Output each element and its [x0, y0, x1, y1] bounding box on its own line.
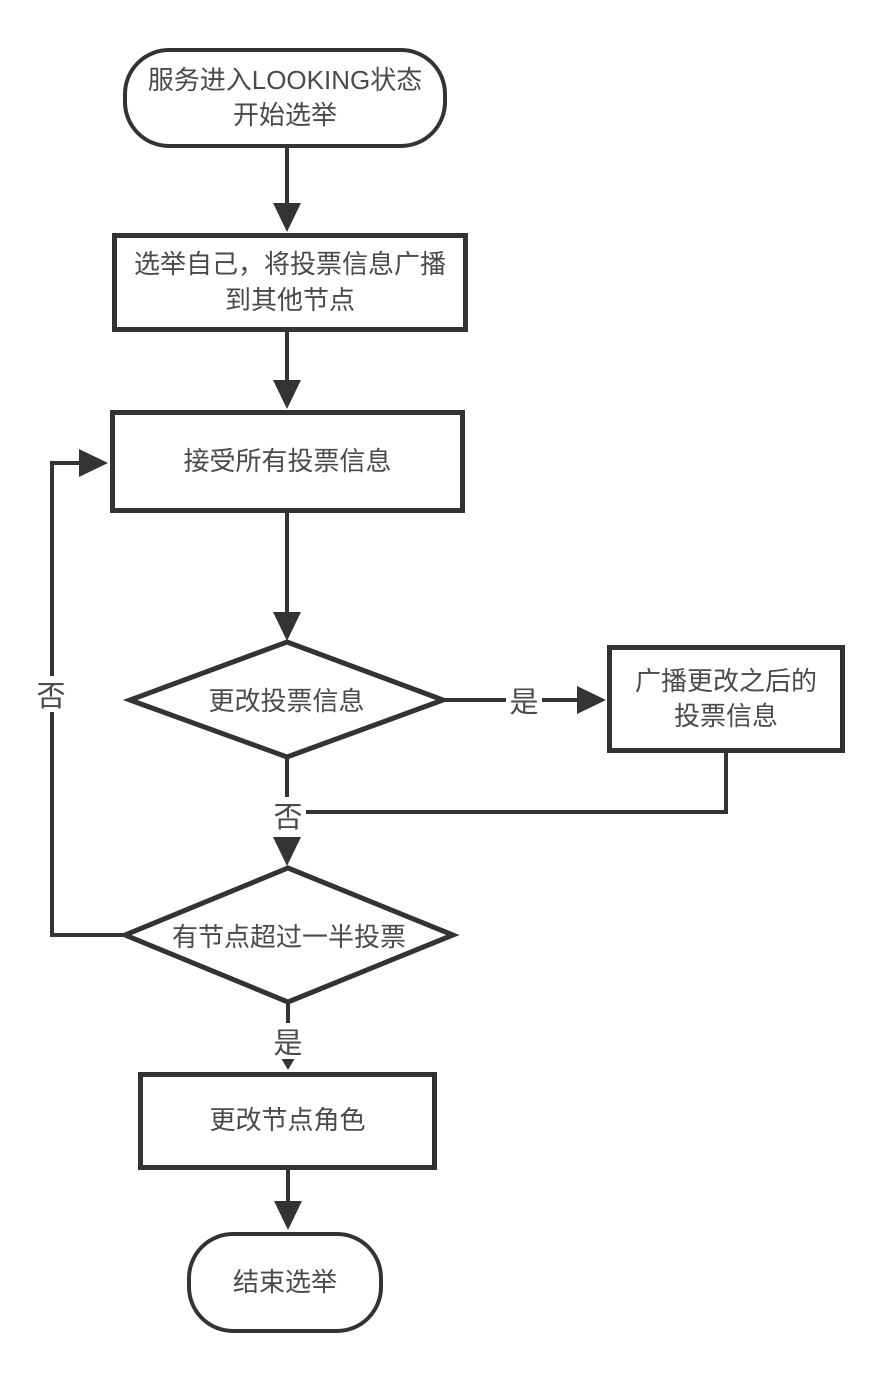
decision-vote-changed-label: 更改投票信息	[208, 686, 365, 716]
edge-label-no-down: 否	[270, 797, 306, 834]
start-node: 服务进入LOOKING状态 开始选举	[123, 48, 447, 148]
decision-majority-label: 有节点超过一半投票	[171, 921, 406, 952]
arrowhead-into-end	[274, 1201, 302, 1230]
edge-label-yes-right: 是	[506, 682, 542, 719]
end-node: 结束选举	[187, 1232, 383, 1333]
arrowhead-into-vote-self	[273, 203, 301, 232]
arrowhead-into-majority	[273, 837, 301, 866]
process-change-role: 更改节点角色	[138, 1072, 437, 1170]
arrowhead-loop-into-receive	[79, 449, 108, 477]
process-broadcast-updated: 广播更改之后的 投票信息	[607, 645, 845, 753]
arrowhead-into-broadcast	[577, 686, 606, 714]
arrowhead-into-receive	[273, 380, 301, 409]
process-vote-self: 选举自己，将投票信息广播 到其他节点	[112, 233, 468, 332]
process-receive-votes: 接受所有投票信息	[110, 410, 465, 513]
edge-broadcast-rejoin	[303, 753, 728, 814]
edge-label-no-loop: 否	[33, 676, 69, 713]
arrowhead-into-vote-changed	[273, 612, 301, 641]
edge-label-yes-down: 是	[270, 1023, 306, 1060]
